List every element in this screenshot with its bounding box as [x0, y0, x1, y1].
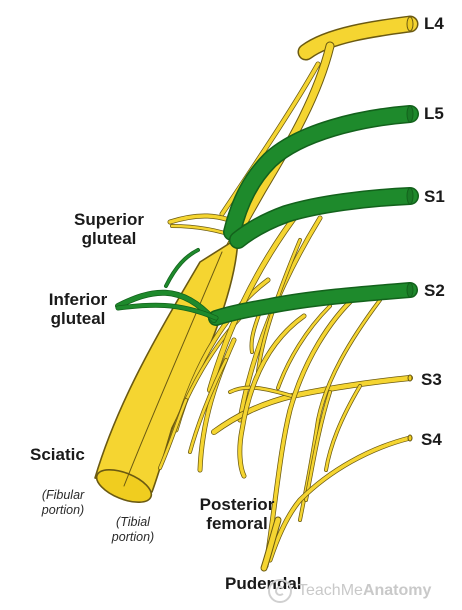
label-superior-gluteal-line1: Superior	[74, 210, 144, 229]
label-fibular-portion: (Fibular portion)	[32, 488, 94, 518]
label-posterior-femoral: Posterior femoral	[190, 495, 284, 533]
label-inferior-gluteal-line1: Inferior	[48, 290, 108, 309]
watermark-part1: Teach	[298, 582, 341, 599]
green-nerves	[115, 105, 419, 326]
label-posterior-femoral-line2: femoral	[206, 514, 268, 533]
root-end-caps	[406, 16, 414, 442]
label-superior-gluteal-line2: gluteal	[81, 229, 137, 248]
label-superior-gluteal: Superior gluteal	[64, 210, 154, 248]
label-posterior-femoral-line1: Posterior	[199, 495, 275, 514]
label-fibular-line1: (Fibular	[41, 488, 85, 502]
label-tibial-line2: portion)	[111, 530, 155, 544]
label-l5: L5	[424, 104, 444, 123]
teachmeanatomy-watermark: TeachMeAnatomy	[268, 579, 462, 607]
label-inferior-gluteal: Inferior gluteal	[38, 290, 118, 328]
label-s3: S3	[421, 370, 442, 389]
label-s2: S2	[424, 281, 445, 300]
watermark-text: TeachMeAnatomy	[298, 582, 431, 600]
yellow-nerves	[94, 15, 419, 572]
label-tibial-portion: (Tibial portion)	[102, 515, 164, 545]
label-sciatic: Sciatic	[30, 445, 85, 464]
label-inferior-gluteal-line2: gluteal	[50, 309, 106, 328]
label-s1: S1	[424, 187, 445, 206]
s4-root	[267, 435, 413, 563]
teachmeanatomy-logo-icon	[268, 579, 292, 603]
label-s4: S4	[421, 430, 442, 449]
label-l4: L4	[424, 14, 444, 33]
label-fibular-line2: portion)	[41, 503, 85, 517]
watermark-part2: Me	[340, 582, 363, 599]
watermark-part3: Anatomy	[362, 582, 432, 599]
label-tibial-line1: (Tibial	[116, 515, 150, 529]
